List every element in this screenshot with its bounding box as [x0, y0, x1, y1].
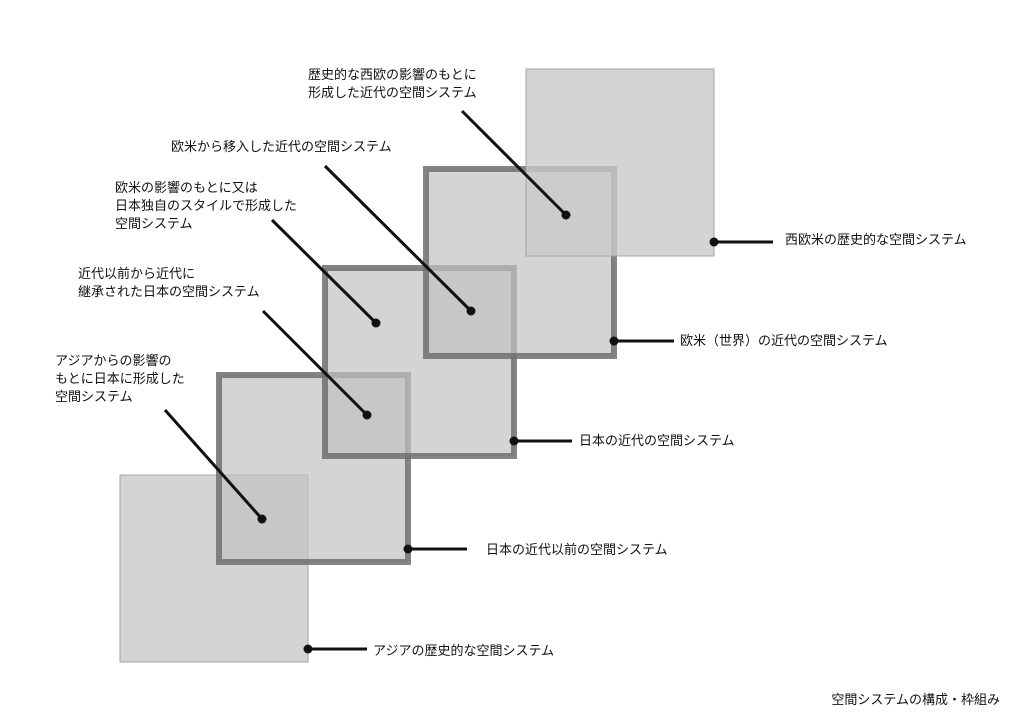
label-west-historical: 西欧米の歴史的な空間システム	[785, 233, 967, 248]
label-west-influence-or-original: 欧米の影響のもとに又は 日本独自のスタイルで形成した 空間システム	[115, 181, 298, 232]
box-leader-dots	[303, 237, 719, 654]
box-west-historical	[525, 68, 715, 257]
label-imported-modern: 欧米から移入した近代の空間システム	[171, 140, 392, 155]
overlap-leader-dots	[257, 210, 571, 524]
label-japan-modern: 日本の近代の空間システム	[579, 434, 735, 449]
label-west-world-modern: 欧米（世界）の近代の空間システム	[680, 334, 888, 349]
label-inherited: 近代以前から近代に 継承された日本の空間システム	[78, 267, 260, 300]
label-historical-west-influence: 歴史的な西欧の影響のもとに 形成した近代の空間システム	[308, 68, 477, 101]
label-asia-historical: アジアの歴史的な空間システム	[373, 644, 555, 659]
overlap-leaders	[163, 109, 568, 520]
box-leaders	[308, 240, 773, 651]
diagram-caption: 空間システムの構成・枠組み	[831, 693, 1000, 708]
label-asia-influence: アジアからの影響の もとに日本に形成した 空間システム	[55, 354, 185, 405]
label-japan-premodern: 日本の近代以前の空間システム	[486, 543, 668, 558]
